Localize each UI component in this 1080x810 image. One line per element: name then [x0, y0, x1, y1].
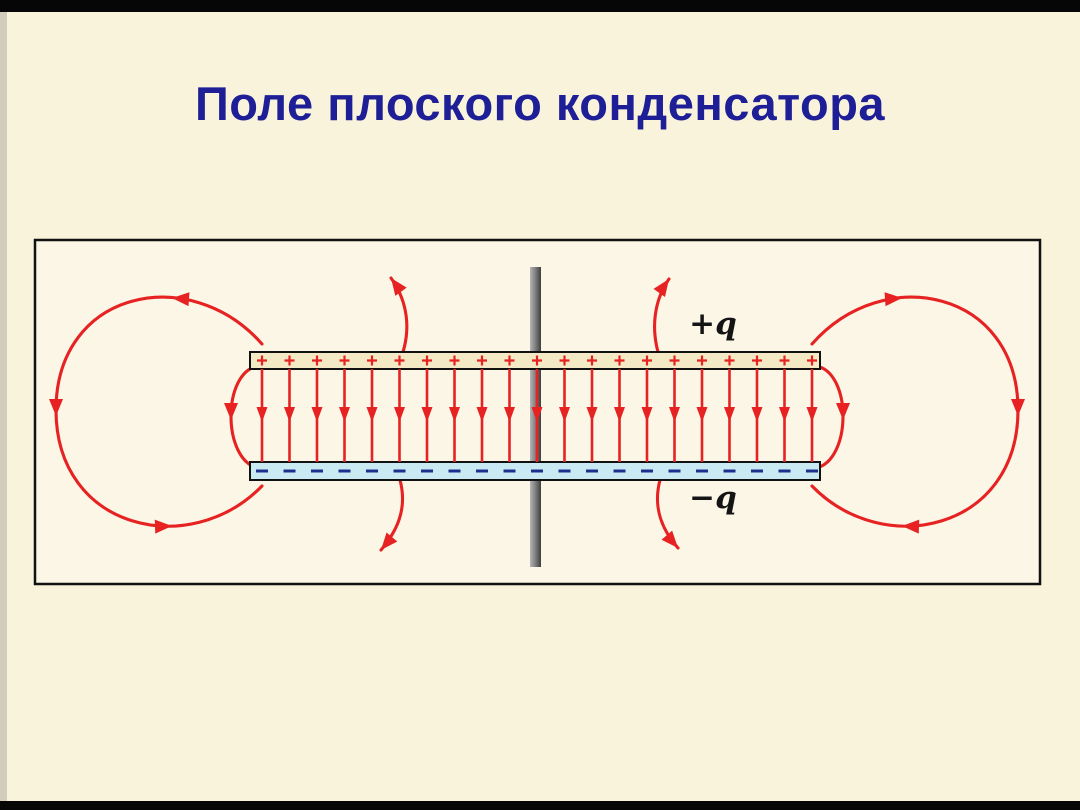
charge-marks [256, 355, 818, 473]
fringe-field-lines [49, 276, 1025, 552]
slide-title: Поле плоского конденсатора [194, 77, 886, 130]
top-plate-charge-label: +q [689, 306, 737, 342]
left-edge-strip [0, 12, 7, 801]
bottom-plate-charge-label: −q [689, 480, 737, 516]
letterbox-top-bar [0, 0, 1080, 12]
field-lines-between-plates [256, 369, 818, 462]
letterbox-bottom-bar [0, 801, 1080, 810]
